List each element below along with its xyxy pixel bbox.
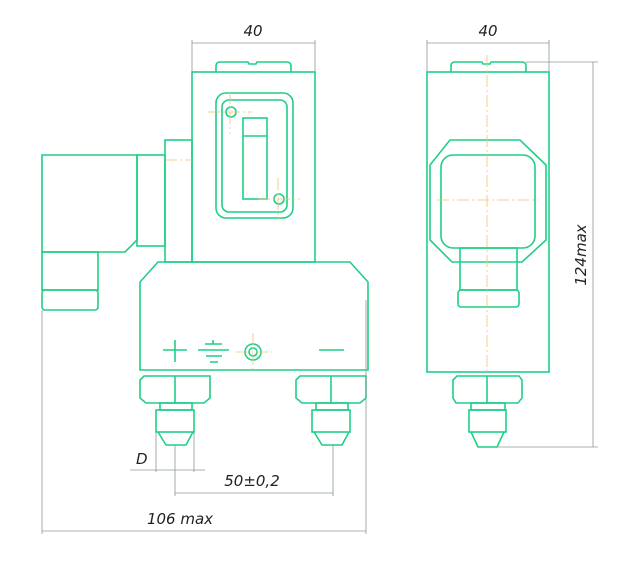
dim-port-spacing: 50±0,2 xyxy=(224,472,280,490)
side-view xyxy=(426,55,550,448)
gland-nut xyxy=(457,289,520,308)
plus-terminal-icon xyxy=(163,340,187,362)
front-view xyxy=(41,61,369,446)
dimensions: 40 40 124max D 50±0,2 106 max xyxy=(41,22,598,534)
base-block xyxy=(139,261,369,371)
top-cap xyxy=(215,61,292,72)
dim-front-width: 40 xyxy=(243,22,262,40)
display-window-inner xyxy=(221,99,288,213)
gland-nut xyxy=(41,289,99,311)
connector-flange xyxy=(164,139,193,263)
pressure-port-right xyxy=(295,375,367,446)
top-cap xyxy=(450,61,527,72)
connector-octagon xyxy=(429,139,547,263)
connector-face xyxy=(440,154,536,249)
connector-collar xyxy=(136,154,166,247)
pressure-port-left xyxy=(139,375,211,446)
ground-terminal-icon xyxy=(198,340,229,363)
adjustment-slot xyxy=(242,117,268,200)
dim-total-width: 106 max xyxy=(147,510,213,528)
electrical-connector xyxy=(41,154,138,253)
display-window-outer xyxy=(215,92,294,219)
sensor-housing xyxy=(426,71,550,373)
dim-thread: D xyxy=(136,450,148,468)
dim-side-width: 40 xyxy=(478,22,497,40)
dim-height: 124max xyxy=(572,224,590,285)
cable-gland xyxy=(41,251,99,291)
